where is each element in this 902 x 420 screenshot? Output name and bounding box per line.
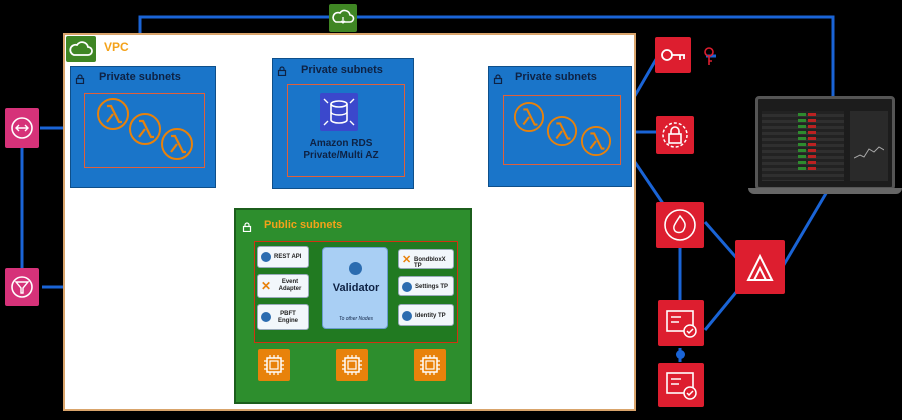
rds-database-icon bbox=[320, 93, 358, 131]
rest-api-label: REST API bbox=[274, 254, 302, 260]
private-subnet-label: Private subnets bbox=[515, 71, 597, 83]
rds-label: Amazon RDS Private/Multi AZ bbox=[280, 138, 402, 162]
rest-api-tile: REST API bbox=[257, 246, 309, 268]
dashboard-green-column bbox=[798, 113, 806, 173]
rds-label-line2: Private/Multi AZ bbox=[303, 150, 379, 161]
api-gateway-icon bbox=[5, 108, 39, 148]
private-subnet-1: Private subnets bbox=[70, 66, 216, 188]
key-icon bbox=[655, 37, 691, 73]
ec2-instance-icon bbox=[414, 349, 446, 381]
key-icon bbox=[704, 47, 714, 65]
ec2-instance-icon bbox=[258, 349, 290, 381]
lock-icon bbox=[75, 71, 85, 85]
dashboard-red-column bbox=[808, 113, 816, 173]
lambda-icon bbox=[161, 128, 193, 160]
lambda-group-1 bbox=[84, 93, 205, 168]
vpc-cloud-icon bbox=[66, 36, 96, 62]
sawtooth-icon bbox=[349, 262, 362, 275]
lambda-icon bbox=[546, 115, 578, 147]
amplify-icon bbox=[735, 240, 785, 294]
laptop-dashboard-screen bbox=[755, 96, 895, 190]
lock-icon bbox=[493, 71, 503, 85]
pbft-engine-tile: PBFT Engine bbox=[257, 304, 309, 330]
sawtooth-icon bbox=[261, 312, 271, 322]
vpc-label: VPC bbox=[104, 40, 129, 54]
laptop-base bbox=[748, 188, 902, 194]
bondblox-tp-label: BondbloxX TP bbox=[414, 257, 446, 269]
private-subnet-label: Private subnets bbox=[99, 71, 181, 83]
private-subnet-label: Private subnets bbox=[301, 64, 383, 76]
certificate-icon bbox=[658, 363, 704, 407]
rds-group bbox=[287, 84, 405, 177]
sawtooth-icon bbox=[402, 282, 412, 292]
secrets-lock-icon bbox=[656, 116, 694, 154]
x-icon: ✕ bbox=[261, 279, 272, 293]
public-subnet-label: Public subnets bbox=[264, 219, 343, 231]
identity-tp-label: Identity TP bbox=[415, 313, 446, 319]
lambda-icon bbox=[513, 101, 545, 133]
lambda-group-3 bbox=[503, 95, 621, 165]
identity-tp-tile: Identity TP bbox=[398, 304, 454, 326]
dashboard-line-chart bbox=[854, 146, 884, 159]
private-subnet-3: Private subnets bbox=[488, 66, 632, 187]
dashboard-side-panel bbox=[850, 111, 888, 181]
ec2-instance-icon bbox=[336, 349, 368, 381]
validator-sublabel: To other Nodes bbox=[338, 316, 373, 322]
filter-funnel-icon bbox=[5, 268, 39, 306]
bondblox-tp-tile: ✕ BondbloxX TP bbox=[398, 249, 454, 269]
lock-icon bbox=[242, 219, 252, 233]
certificate-icon bbox=[658, 300, 704, 346]
lock-icon bbox=[277, 63, 287, 77]
event-adapter-label: Event Adapter bbox=[278, 279, 302, 292]
event-adapter-tile: ✕ Event Adapter bbox=[257, 274, 309, 298]
x-icon: ✕ bbox=[402, 254, 412, 266]
lambda-icon bbox=[580, 125, 612, 157]
lambda-icon bbox=[129, 113, 161, 145]
settings-tp-label: Settings TP bbox=[415, 284, 449, 290]
validator-label: Validator bbox=[332, 282, 380, 294]
lambda-icon bbox=[97, 98, 129, 130]
connector-dot bbox=[676, 350, 685, 359]
validator-box: Validator To other Nodes bbox=[322, 247, 388, 329]
sawtooth-icon bbox=[261, 252, 271, 262]
firewall-icon bbox=[656, 202, 704, 248]
pbft-engine-label: PBFT Engine bbox=[277, 311, 298, 324]
cloud-icon bbox=[329, 4, 357, 32]
sawtooth-icon bbox=[402, 311, 412, 321]
rds-label-line1: Amazon RDS bbox=[309, 138, 373, 149]
settings-tp-tile: Settings TP bbox=[398, 276, 454, 296]
